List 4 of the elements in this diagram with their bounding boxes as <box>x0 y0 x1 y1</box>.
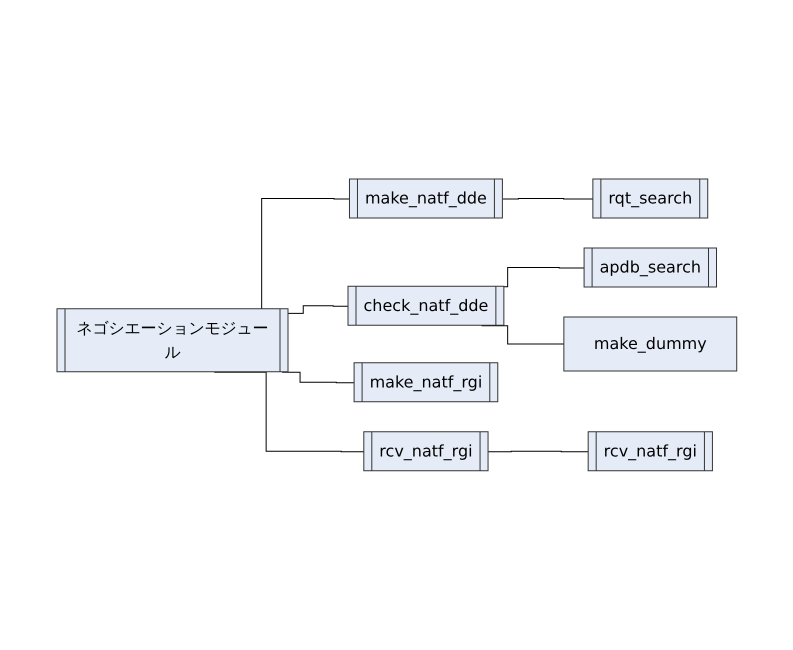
connector <box>488 450 589 452</box>
connector <box>288 305 349 314</box>
node-box: make_dummy <box>562 316 737 372</box>
connector <box>502 198 594 200</box>
